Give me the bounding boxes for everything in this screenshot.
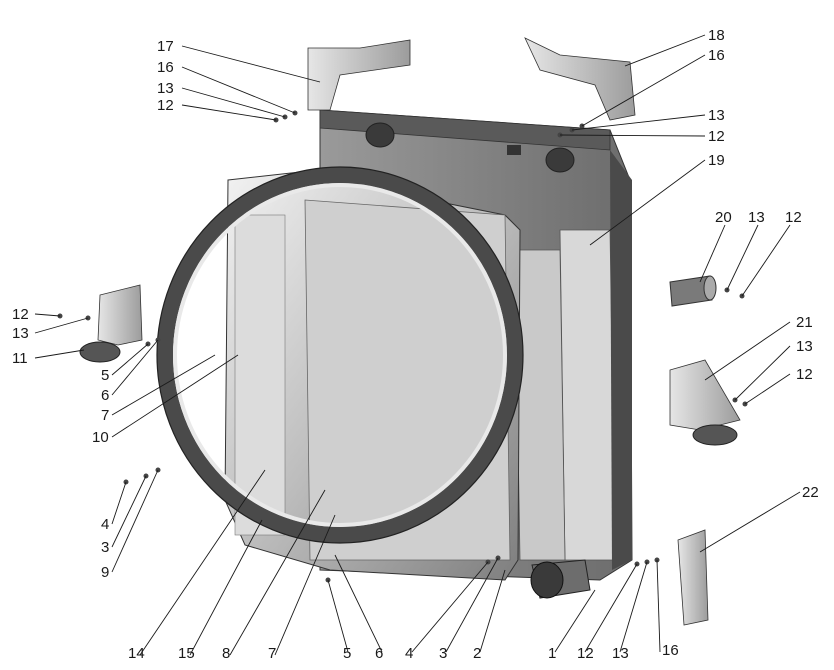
callout-13: 13 xyxy=(748,209,765,226)
callout-6: 6 xyxy=(101,387,109,404)
top-bracket-18 xyxy=(524,37,636,121)
callout-8: 8 xyxy=(222,645,230,662)
callout-22: 22 xyxy=(802,484,819,501)
callout-16: 16 xyxy=(708,47,725,64)
callout-16: 16 xyxy=(662,642,679,659)
callout-4: 4 xyxy=(101,516,109,533)
side-bracket-11 xyxy=(79,284,143,363)
callout-3: 3 xyxy=(439,645,447,662)
part-22-plate xyxy=(677,529,709,626)
callout-6: 6 xyxy=(375,645,383,662)
callout-13: 13 xyxy=(708,107,725,124)
callout-20: 20 xyxy=(715,209,732,226)
callout-1: 1 xyxy=(548,645,556,662)
callout-labels: 17 16 13 12 18 16 13 12 19 20 13 12 21 1… xyxy=(12,27,819,662)
tank-caps xyxy=(365,122,575,173)
callout-15: 15 xyxy=(178,645,195,662)
callout-11: 11 xyxy=(12,350,28,367)
fan-ring xyxy=(156,166,524,544)
callout-12: 12 xyxy=(708,128,725,145)
outlet-pipe xyxy=(530,559,591,599)
callout-12: 12 xyxy=(157,97,174,114)
callout-12: 12 xyxy=(12,306,29,323)
callout-12: 12 xyxy=(796,366,813,383)
part-20 xyxy=(669,275,717,307)
callout-10: 10 xyxy=(92,429,109,446)
callout-2: 2 xyxy=(473,645,481,662)
callout-7: 7 xyxy=(268,645,276,662)
callout-4: 4 xyxy=(405,645,413,662)
callout-5: 5 xyxy=(101,367,109,384)
leader-lines xyxy=(34,34,801,656)
callout-18: 18 xyxy=(708,27,725,44)
callout-13: 13 xyxy=(157,80,174,97)
callout-13: 13 xyxy=(612,645,629,662)
callout-5: 5 xyxy=(343,645,351,662)
callout-19: 19 xyxy=(708,152,725,169)
callout-12: 12 xyxy=(785,209,802,226)
callout-12: 12 xyxy=(577,645,594,662)
side-bracket-21 xyxy=(669,359,741,446)
callout-16: 16 xyxy=(157,59,174,76)
callout-17: 17 xyxy=(157,38,174,55)
callout-14: 14 xyxy=(128,645,145,662)
callout-13: 13 xyxy=(796,338,813,355)
callout-21: 21 xyxy=(796,314,813,331)
callout-3: 3 xyxy=(101,539,109,556)
callout-9: 9 xyxy=(101,564,109,581)
callout-7: 7 xyxy=(101,407,109,424)
top-bracket-17 xyxy=(307,39,411,111)
fan-shroud xyxy=(224,171,521,581)
callout-13: 13 xyxy=(12,325,29,342)
